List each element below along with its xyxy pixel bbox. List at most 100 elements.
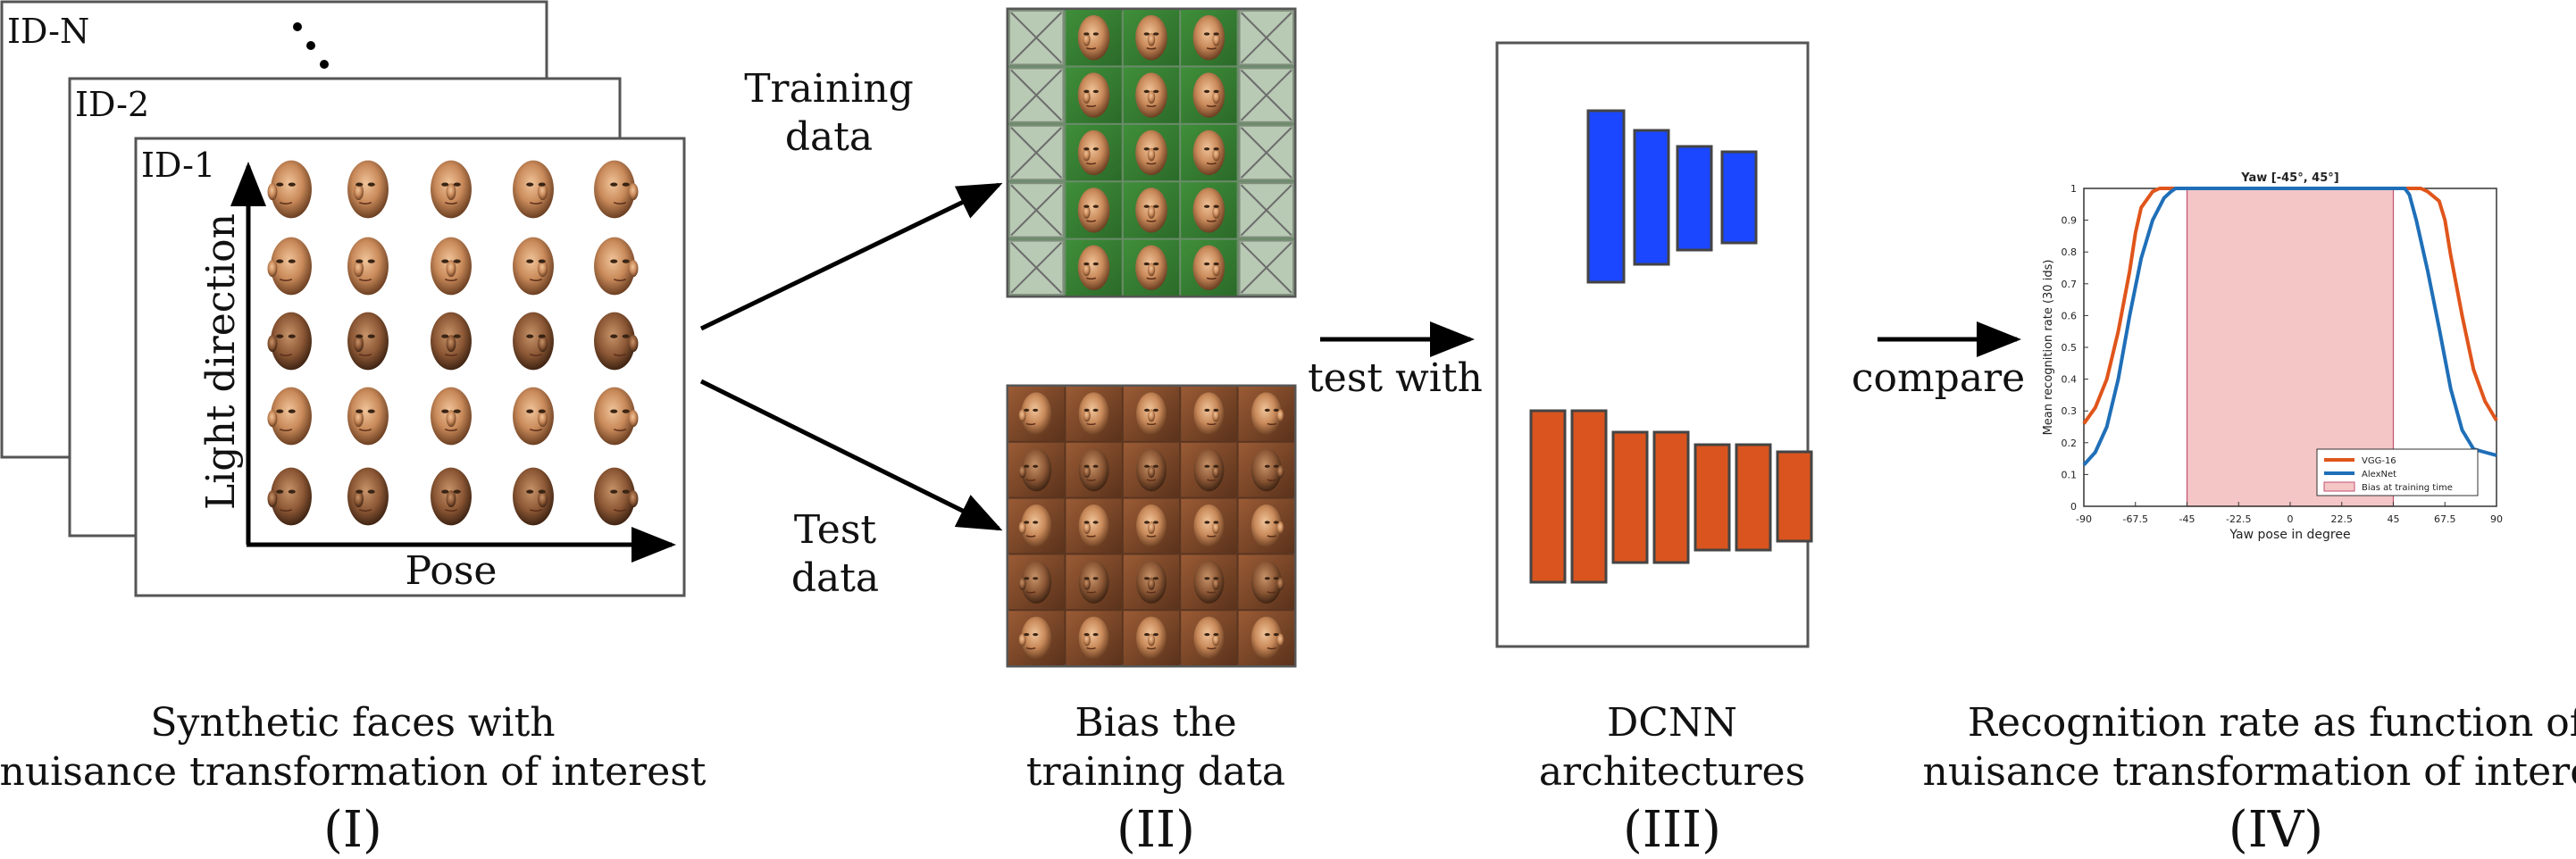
- orange-network: [1529, 409, 1813, 584]
- test-data-label-line2: data: [791, 555, 879, 601]
- face-thumbnail: [1018, 560, 1052, 604]
- caption-2-line1: Bias the: [1075, 700, 1236, 746]
- ellipsis-dot: [306, 41, 315, 50]
- excluded-cell: [1238, 67, 1294, 123]
- light-direction-label: Light direction: [198, 213, 244, 510]
- face-thumbnail: [1250, 392, 1284, 436]
- face-thumbnail: [1077, 188, 1110, 233]
- face-thumbnail: [1136, 448, 1167, 492]
- face-thumbnail: [267, 237, 312, 296]
- orange-network-layer: [1529, 409, 1567, 584]
- excluded-cell: [1008, 239, 1065, 296]
- face-thumbnail: [347, 237, 389, 296]
- face-thumbnail: [1078, 616, 1109, 660]
- y-tick-label: 0.9: [2062, 215, 2078, 227]
- x-tick-label: -22.5: [2226, 513, 2251, 525]
- face-thumbnail: [1018, 616, 1052, 660]
- excluded-cell: [1008, 10, 1065, 66]
- legend-label: VGG-16: [2362, 456, 2396, 466]
- face-thumbnail: [1250, 616, 1284, 660]
- face-thumbnail: [594, 160, 639, 219]
- face-thumbnail: [1192, 245, 1225, 290]
- x-tick-label: 0: [2287, 513, 2294, 525]
- id-1-label: ID-1: [141, 146, 215, 185]
- legend-label: Bias at training time: [2362, 483, 2453, 493]
- x-tick-label: -45: [2179, 513, 2195, 525]
- face-thumbnail: [1078, 505, 1109, 547]
- y-tick-label: 0: [2070, 501, 2077, 513]
- caption-1-line1: Synthetic faces with: [150, 700, 555, 746]
- face-thumbnail: [267, 467, 312, 526]
- x-tick-label: 22.5: [2331, 513, 2354, 525]
- face-thumbnail: [594, 237, 639, 296]
- compare-label: compare: [1852, 355, 2025, 401]
- face-thumbnail: [1192, 15, 1225, 61]
- caption-3-line1: DCNN: [1607, 700, 1737, 746]
- face-thumbnail: [1136, 560, 1167, 604]
- id-2-label: ID-2: [75, 85, 149, 124]
- legend-swatch: [2323, 481, 2355, 492]
- face-thumbnail: [1135, 245, 1167, 290]
- face-thumbnail: [1136, 392, 1167, 436]
- face-thumbnail: [594, 467, 639, 526]
- caption-4-line2: nuisance transformation of interest: [1923, 749, 2576, 795]
- orange-network-layer: [1611, 430, 1649, 564]
- face-thumbnail: [1135, 72, 1167, 118]
- blue-network-layer: [1633, 129, 1670, 266]
- face-thumbnail: [267, 387, 312, 446]
- orange-network-layer: [1776, 450, 1813, 543]
- face-thumbnail: [1077, 15, 1110, 61]
- id-n-label: ID-N: [7, 12, 89, 51]
- y-tick-label: 0.6: [2062, 310, 2078, 321]
- face-thumbnail: [1135, 129, 1167, 176]
- face-thumbnail: [1135, 188, 1167, 233]
- face-thumbnail: [1078, 448, 1109, 492]
- excluded-cell: [1008, 124, 1065, 181]
- caption-3-roman: (III): [1623, 801, 1721, 859]
- blue-network: [1586, 109, 1758, 284]
- y-tick-label: 1: [2070, 183, 2077, 195]
- face-grid: [267, 160, 639, 526]
- legend-label: AlexNet: [2362, 470, 2396, 480]
- face-thumbnail: [1193, 448, 1225, 492]
- test-data-label-line1: Test: [794, 507, 877, 553]
- face-thumbnail: [1193, 560, 1225, 604]
- face-thumbnail: [513, 467, 554, 526]
- face-thumbnail: [1018, 505, 1052, 547]
- face-thumbnail: [1077, 129, 1110, 176]
- face-thumbnail: [1250, 560, 1284, 604]
- y-tick-label: 0.8: [2062, 246, 2078, 258]
- ellipsis-dot: [320, 60, 329, 69]
- face-thumbnail: [1192, 188, 1225, 233]
- training-data-label-line2: data: [785, 114, 873, 160]
- excluded-cell: [1238, 182, 1294, 238]
- arrow-to-test: [699, 379, 1003, 531]
- face-thumbnail: [1250, 448, 1284, 492]
- face-thumbnail: [431, 312, 472, 371]
- y-tick-label: 0.2: [2062, 438, 2078, 449]
- face-thumbnail: [1077, 72, 1110, 118]
- face-thumbnail: [1078, 560, 1109, 604]
- orange-network-layer: [1652, 430, 1690, 564]
- face-thumbnail: [1078, 392, 1109, 436]
- training-data-grid: [1008, 10, 1294, 296]
- excluded-cell: [1008, 182, 1065, 238]
- orange-network-layer: [1694, 443, 1731, 552]
- face-thumbnail: [267, 160, 312, 219]
- face-thumbnail: [347, 387, 389, 446]
- x-axis-label: Yaw pose in degree: [2229, 528, 2350, 542]
- stage-2-bias-training-data: [1006, 7, 1297, 668]
- face-thumbnail: [1136, 616, 1167, 660]
- face-thumbnail: [513, 387, 554, 446]
- face-thumbnail: [1018, 448, 1052, 492]
- y-tick-label: 0.4: [2062, 374, 2078, 386]
- face-thumbnail: [594, 312, 639, 371]
- face-thumbnail: [347, 312, 389, 371]
- stage-3-dcnn-architectures: [1495, 41, 1813, 648]
- y-tick-label: 0.1: [2062, 469, 2078, 480]
- excluded-cell: [1238, 239, 1294, 296]
- caption-3-line2: architectures: [1539, 749, 1805, 795]
- y-tick-label: 0.7: [2062, 279, 2078, 290]
- face-thumbnail: [513, 160, 554, 219]
